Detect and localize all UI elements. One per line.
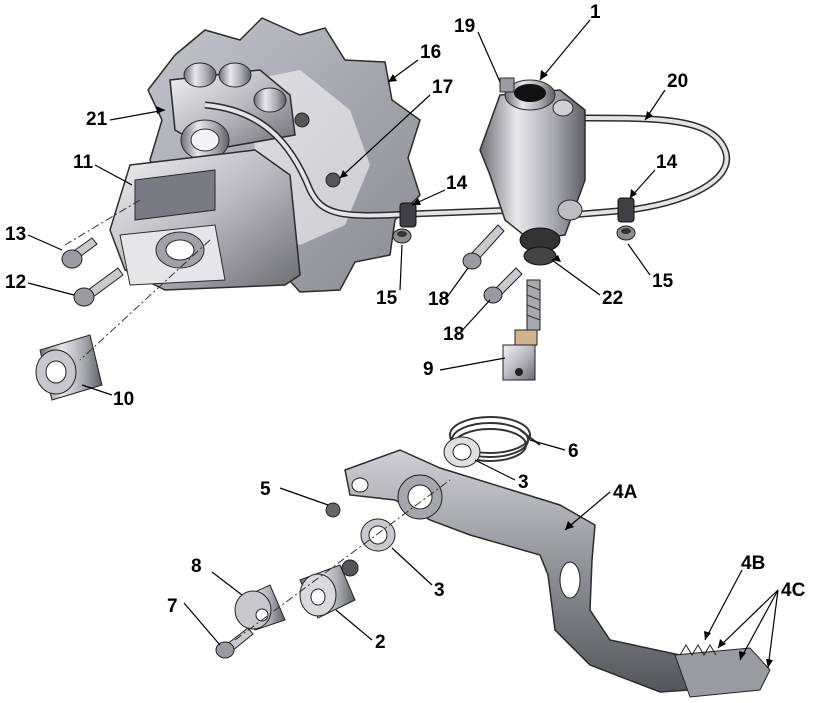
pivot-bolt-7	[215, 627, 254, 659]
pedal-tip	[674, 644, 771, 698]
callout-14-right: 14	[656, 152, 678, 173]
callout-12: 12	[5, 272, 27, 293]
bolt-12	[73, 267, 124, 307]
callout-21: 21	[86, 109, 108, 130]
callout-6: 6	[568, 441, 579, 462]
callout-15-left: 15	[376, 288, 398, 309]
callout-4c: 4C	[781, 580, 806, 601]
callout-18-lower: 18	[443, 324, 465, 345]
mounting-bolt-upper	[462, 224, 505, 270]
nut-5	[325, 502, 341, 518]
callout-22: 22	[602, 288, 624, 309]
callout-18-upper: 18	[428, 289, 450, 310]
dust-boot	[519, 227, 561, 266]
callout-14-left: 14	[446, 173, 468, 194]
spacer-8	[234, 584, 286, 631]
push-rod	[502, 279, 541, 381]
mounting-bolt-lower	[483, 267, 523, 304]
callout-15-right: 15	[652, 271, 674, 292]
callout-4b: 4B	[741, 553, 766, 574]
callout-3-upper: 3	[518, 472, 529, 493]
brake-caliper	[169, 62, 296, 161]
callout-19: 19	[454, 16, 476, 37]
callout-5: 5	[260, 479, 271, 500]
callout-9: 9	[423, 359, 434, 380]
assembly-centerlines	[64, 199, 451, 641]
callout-11: 11	[73, 152, 94, 173]
callout-1: 1	[590, 2, 601, 23]
callout-7: 7	[167, 596, 178, 617]
callout-10: 10	[113, 389, 135, 410]
callout-2: 2	[375, 632, 386, 653]
callout-20: 20	[667, 71, 689, 92]
brake-pedal	[344, 449, 691, 693]
callout-13: 13	[5, 224, 27, 245]
bolt-13	[61, 237, 98, 269]
washer-upper	[443, 436, 481, 468]
line-clamp-right	[617, 197, 635, 223]
clamp-screw-left	[392, 228, 412, 244]
callout-16: 16	[420, 42, 442, 63]
callout-4a: 4A	[613, 482, 638, 503]
clamp-screw-right	[616, 225, 636, 241]
line-clamp-left	[399, 202, 417, 228]
brake-line	[204, 101, 731, 219]
callout-17: 17	[432, 77, 454, 98]
master-cylinder	[479, 77, 586, 241]
washer-lower	[360, 518, 396, 552]
callout-3-lower: 3	[434, 580, 445, 601]
callout-8: 8	[191, 556, 202, 577]
caliper-bracket	[109, 149, 301, 291]
pivot-bushing-2	[299, 559, 359, 619]
spacer-10	[35, 334, 103, 401]
leader-arrowheads	[156, 70, 773, 668]
